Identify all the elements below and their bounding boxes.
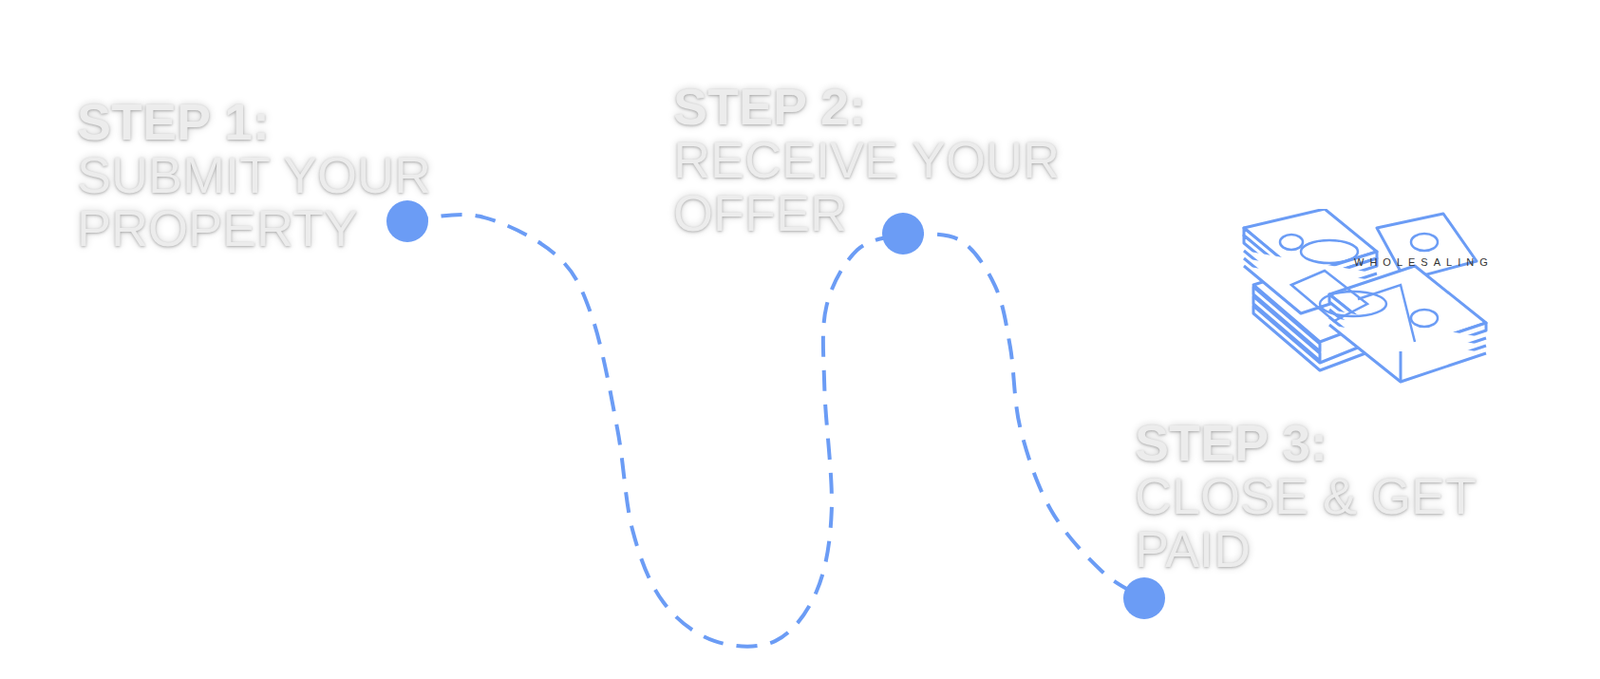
- step-block: STEP 1:SUBMIT YOUR PROPERTY: [76, 94, 524, 255]
- step-dot: [882, 212, 924, 255]
- dashed-connector: [903, 233, 1145, 599]
- step-heading: STEP 1:: [76, 94, 524, 149]
- step-block: STEP 2:RECEIVE YOUR OFFER: [673, 79, 1111, 240]
- watermark-text: WHOLESALING: [1354, 256, 1494, 268]
- step-heading: STEP 3:: [1134, 415, 1534, 470]
- step-heading: STEP 2:: [673, 79, 1111, 133]
- step-block: STEP 3:CLOSE & GET PAID: [1134, 415, 1534, 576]
- dashed-connector: [407, 214, 904, 647]
- step-dot: [1123, 577, 1166, 620]
- step-dot: [386, 200, 429, 243]
- step-text: CLOSE & GET PAID: [1134, 469, 1534, 576]
- step-text: RECEIVE YOUR OFFER: [673, 132, 1111, 240]
- money-illustration: [1234, 208, 1510, 399]
- step-text: SUBMIT YOUR PROPERTY: [76, 148, 524, 255]
- watermark-label: WHOLESALING: [1354, 256, 1494, 268]
